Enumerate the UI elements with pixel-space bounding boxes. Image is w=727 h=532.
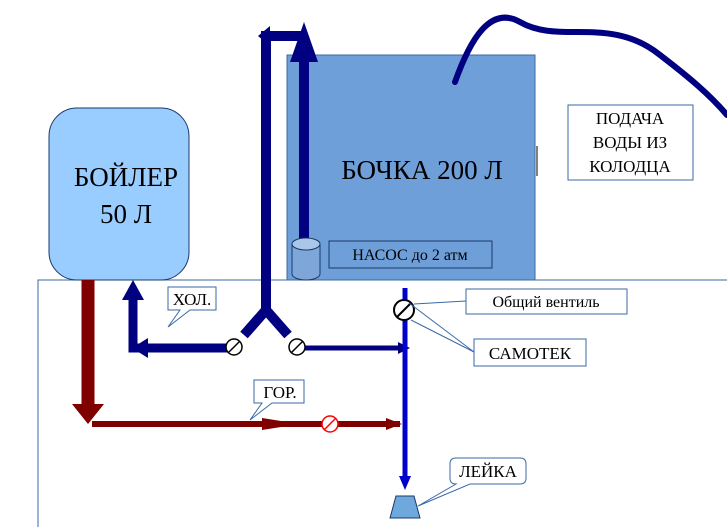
gravity-leader-1 [408,302,475,353]
well-supply-line1: ПОДАЧА [596,109,665,128]
cold-callout [167,286,217,328]
tee-branch-right [262,306,292,339]
hot-callout [249,379,305,421]
overhead-arrowhead [258,26,270,46]
pump-riser-arrowhead [290,22,318,62]
pump-icon-top [291,237,321,251]
shower-callout [417,457,527,507]
feed-valve-icon[interactable] [288,338,306,356]
pump-label-box [328,240,493,269]
well-supply-line3: КОЛОДЦА [589,157,671,176]
hot-label: ГОР. [263,383,296,402]
shower-head-icon [389,495,421,519]
tee-branch-left [240,306,270,339]
pump-label: НАСОС до 2 атм [352,247,467,264]
well-supply-label-box [567,104,694,181]
cold-left-arrowhead [132,338,148,358]
main-valve-label-box [465,288,628,315]
cold-label: ХОЛ. [173,290,212,309]
boiler-label-line1: БОЙЛЕР [74,162,178,192]
pump-icon [291,244,321,281]
gravity-label: САМОТЕК [489,344,572,363]
boiler-tank [48,107,190,281]
hot-down-arrowhead [72,404,104,424]
hot-mid-arrowhead [262,418,300,430]
main-valve-icon[interactable] [393,299,415,321]
well-supply-line2: ВОДЫ ИЗ [593,133,667,152]
gravity-arrowhead [399,476,411,490]
cold-arrowhead [122,280,144,300]
main-valve-leader [413,300,467,305]
gravity-label-box [473,338,587,367]
hot-end-arrowhead [386,418,402,430]
cold-valve-icon[interactable] [225,338,243,356]
barrel-label: БОЧКА 200 Л [341,155,503,185]
main-valve-label: Общий вентиль [492,294,599,311]
hot-valve-icon[interactable] [321,415,339,433]
room-outline [37,279,727,532]
well-supply-hose [452,14,727,118]
boiler-label-line2: 50 Л [100,199,152,229]
shower-label: ЛЕЙКА [459,462,518,481]
gravity-leader-2 [410,319,475,353]
